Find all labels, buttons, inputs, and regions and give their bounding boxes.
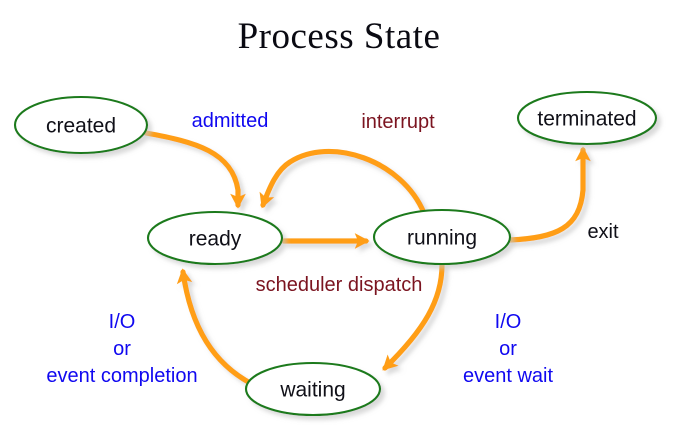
edge-label-io-event-wait: I/O or event wait [463,311,553,387]
node-waiting-label: waiting [279,379,345,402]
node-running[interactable]: running [372,208,512,266]
edge-label-io-event-completion: I/O or event completion [46,311,197,387]
nodes-layer: created ready running terminated waiting [13,90,658,417]
edge-interrupt [259,148,427,216]
edge-label-exit: exit [587,221,619,243]
node-ready-ellipse[interactable] [146,210,284,266]
node-waiting-ellipse[interactable] [244,361,382,417]
edge-label-scheduler-dispatch: scheduler dispatch [256,274,423,296]
edge-label-io-event-completion-line2: or [113,338,131,360]
edge-label-io-event-completion-line1: I/O [109,311,136,333]
node-created-label: created [46,115,116,138]
page-title: Process State [238,16,441,57]
edge-exit [507,146,591,243]
node-terminated-ellipse[interactable] [516,90,658,146]
edge-label-interrupt: interrupt [361,111,435,133]
edge-label-io-event-completion-line3: event completion [46,365,197,387]
node-waiting[interactable]: waiting [244,361,382,417]
node-created-ellipse[interactable] [13,95,149,155]
node-created[interactable]: created [13,95,149,155]
node-ready[interactable]: ready [146,210,284,266]
edge-label-io-event-wait-line3: event wait [463,365,553,387]
edge-admitted [143,130,246,209]
edge-labels-layer: admitted interrupt scheduler dispatch ex… [46,110,619,387]
node-running-label: running [407,227,477,250]
edges-layer [143,130,591,387]
edge-io-event-wait [382,262,445,371]
node-ready-label: ready [189,228,242,251]
node-terminated-label: terminated [537,108,636,131]
edge-label-admitted: admitted [192,110,269,132]
edge-label-io-event-wait-line2: or [499,338,517,360]
edge-io-event-completion [176,268,255,387]
node-running-ellipse[interactable] [372,208,512,266]
node-terminated[interactable]: terminated [516,90,658,146]
edge-label-io-event-wait-line1: I/O [495,311,522,333]
